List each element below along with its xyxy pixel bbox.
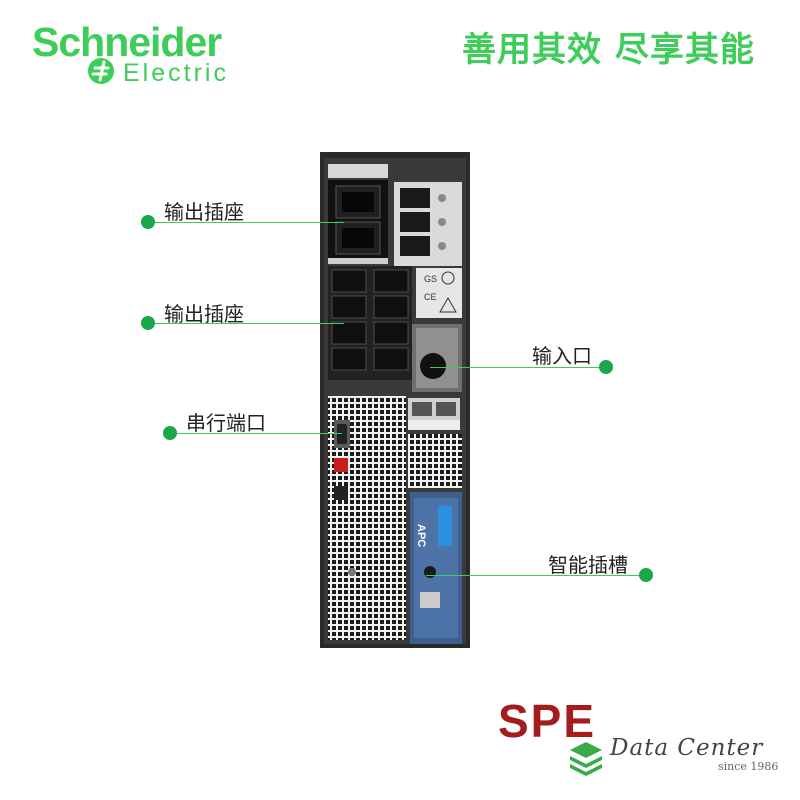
callout-label-output-socket-bottom: 输出插座 [164,302,244,326]
output-socket-c13-3 [331,295,367,319]
input-power-connector [420,353,446,379]
spe-since: since 1986 [718,760,779,773]
svg-text:GS: GS [424,274,437,284]
output-socket-c13-4 [373,295,409,319]
output-socket-c13-6 [373,321,409,345]
smart-slot-card: APC [410,492,462,644]
breaker-1 [400,188,430,208]
callout-label-smart-slot: 智能插槽 [548,553,628,577]
callout-dot-input-port [599,360,613,374]
battery-connector [408,398,460,430]
slogan: 善用其效 尽享其能 [462,30,755,70]
breaker-reset-1 [438,194,446,202]
rating-label [328,164,388,178]
output-socket-c13-1 [331,269,367,293]
svg-text:CE: CE [424,292,437,302]
callout-line-smart-slot [426,575,646,576]
schneider-life-is-on-icon [88,58,114,84]
spe-stack-icon [570,742,602,776]
breaker-2 [400,212,430,232]
ups-rear-panel: GS CE [320,152,470,648]
callout-line-serial-port [170,433,342,434]
network-port [420,592,440,608]
ground-screw [348,568,356,576]
certification-marks: GS CE [416,268,462,318]
callout-line-input-port [430,367,606,368]
card-brand: APC [415,524,427,547]
callout-dot-output-socket-bottom [141,316,155,330]
output-socket-c13-2 [373,269,409,293]
cooling-vent-right [408,434,462,488]
output-socket-c13-8 [373,347,409,371]
callout-label-serial-port: 串行端口 [186,411,266,435]
epo-indicator [334,458,348,472]
output-socket-group-top [328,180,388,258]
output-socket-c13-7 [331,347,367,371]
card-status-led [424,566,436,578]
breaker-reset-2 [438,218,446,226]
serial-port-db9 [334,420,350,448]
breaker-3 [400,236,430,256]
brand-subline: Electric [123,59,229,87]
callout-label-input-port: 输入口 [532,344,592,368]
callout-line-output-socket-bottom [148,323,344,324]
dip-switch [438,506,452,546]
output-socket-c13-5 [331,321,367,345]
input-port [412,324,462,392]
spe-logo-wordmark: SPE [498,697,596,745]
callout-line-output-socket-top [148,222,344,223]
brand-name: Schneider [32,19,222,65]
breaker-reset-3 [438,242,446,250]
spe-wordmark-text: SPE [498,697,596,745]
callout-dot-smart-slot [639,568,653,582]
callout-dot-serial-port [163,426,177,440]
spe-tagline: Data Center [610,735,764,761]
ground-terminal [334,486,348,500]
callout-label-output-socket-top: 输出插座 [164,200,244,224]
callout-dot-output-socket-top [141,215,155,229]
circuit-breakers [394,182,462,266]
